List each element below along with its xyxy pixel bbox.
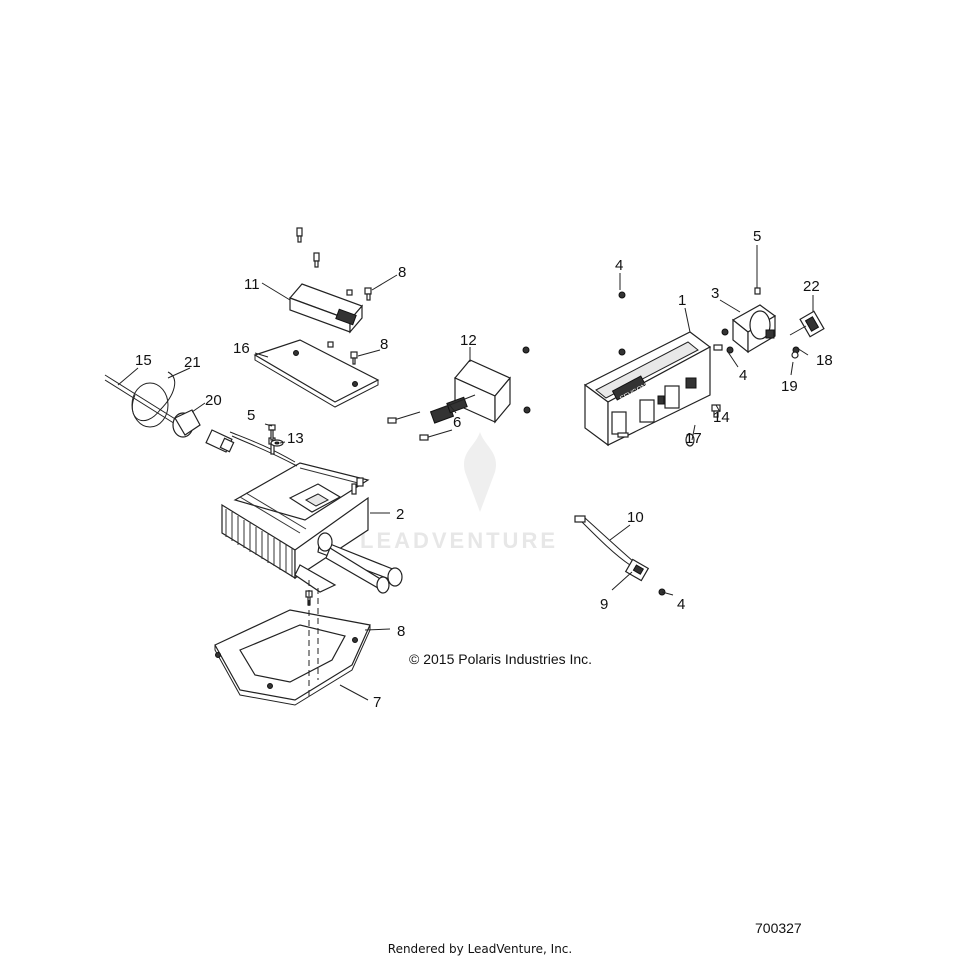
- leader-lines: [117, 245, 814, 701]
- callout-6: 6: [453, 414, 461, 431]
- callout-5-left: 5: [247, 407, 255, 424]
- callout-10: 10: [627, 509, 644, 526]
- callout-12: 12: [460, 332, 477, 349]
- callout-16: 16: [233, 340, 250, 357]
- callout-3: 3: [711, 285, 719, 302]
- callout-13: 13: [287, 430, 304, 447]
- copyright-notice: © 2015 Polaris Industries Inc.: [409, 651, 593, 667]
- charger-assembly: [205, 429, 403, 594]
- diagram-reference-number: 700327: [755, 920, 802, 936]
- motor-controller: SEVCON: [583, 291, 721, 447]
- callout-21: 21: [184, 354, 201, 371]
- leadventure-logo-icon: [463, 432, 497, 512]
- callout-19: 19: [781, 378, 798, 395]
- wire-and-tie: [104, 371, 201, 438]
- callout-17: 17: [685, 430, 702, 447]
- fuse-holder: [789, 310, 825, 359]
- callout-labels: 1 2 3 4 4 4 5 5 6 7 8 8 8 9 10 11 12 13 …: [135, 228, 833, 711]
- callout-18: 18: [816, 352, 833, 369]
- callout-22: 22: [803, 278, 820, 295]
- callout-2: 2: [396, 506, 404, 523]
- callout-15: 15: [135, 352, 152, 369]
- callout-9: 9: [600, 596, 608, 613]
- relay-block: [387, 346, 531, 441]
- footer-credit: Rendered by LeadVenture, Inc.: [387, 942, 573, 956]
- callout-8-middle: 8: [380, 336, 388, 353]
- callout-1: 1: [678, 292, 686, 309]
- mounting-plate: [214, 580, 371, 706]
- contactor: [713, 287, 777, 354]
- bolt-and-washer: [268, 424, 284, 447]
- callout-4-bottom: 4: [677, 596, 685, 613]
- callout-11: 11: [244, 276, 260, 293]
- callout-5-right: 5: [753, 228, 761, 245]
- callout-20: 20: [205, 392, 222, 409]
- callout-4-top: 4: [615, 257, 623, 274]
- callout-8-top: 8: [398, 264, 406, 281]
- callout-7: 7: [373, 694, 381, 711]
- watermark-text: LEADVENTURE: [360, 528, 559, 553]
- dc-converter-box: [288, 227, 372, 334]
- callout-14: 14: [713, 409, 730, 426]
- bracket-plate: [253, 339, 380, 408]
- callout-8-bottom: 8: [397, 623, 405, 640]
- callout-4-right: 4: [739, 367, 747, 384]
